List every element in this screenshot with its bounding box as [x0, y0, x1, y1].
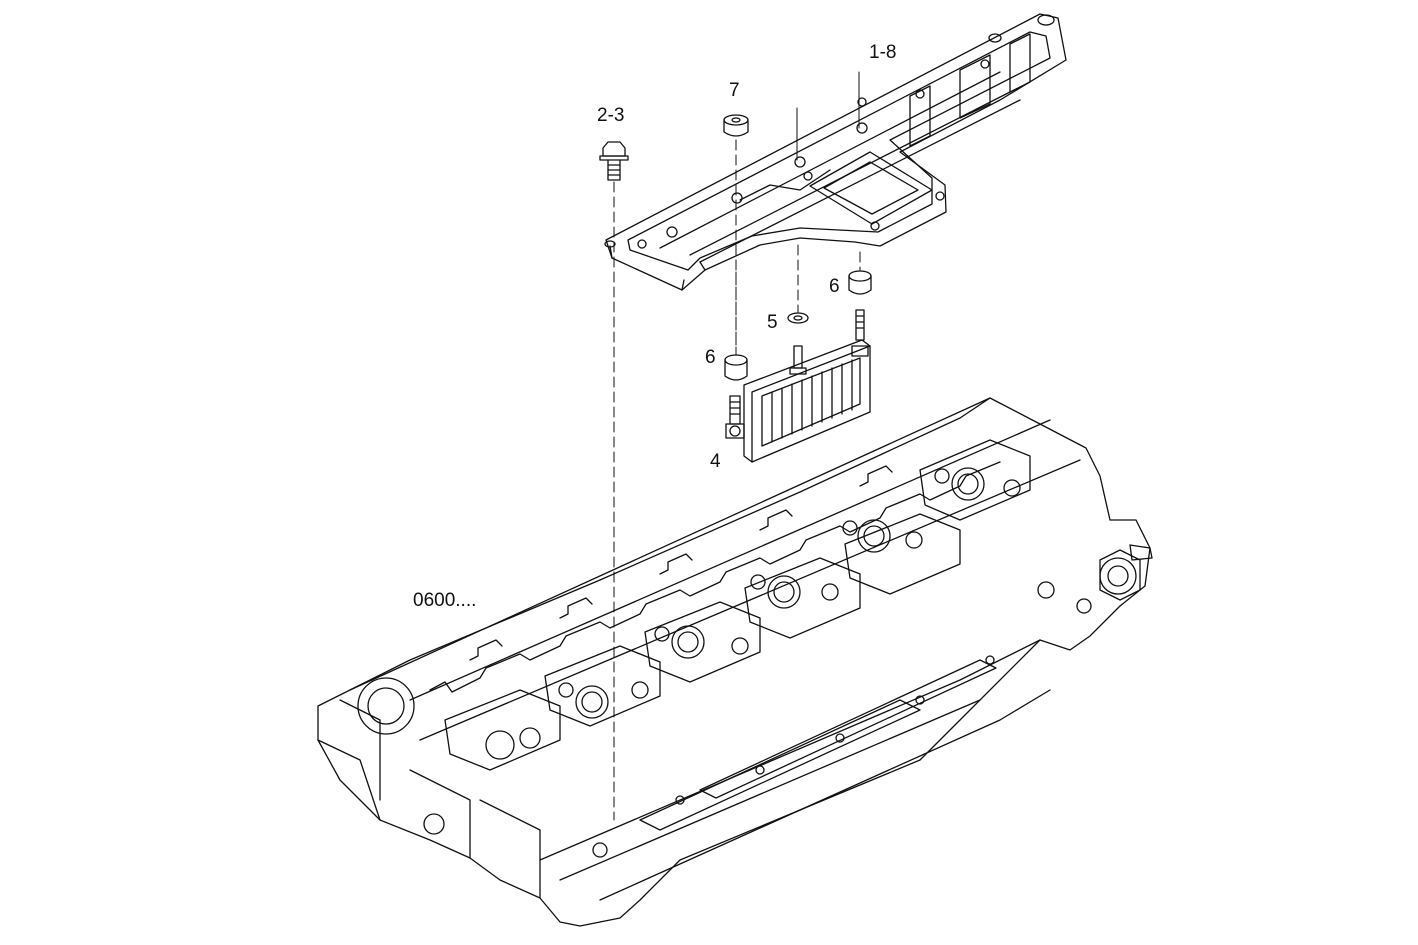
manifold-cover-holes: [637, 59, 990, 249]
spacer-6-left: [724, 354, 748, 381]
callout-1-8: 1-8: [869, 42, 897, 63]
heater-element-4: [725, 309, 871, 463]
manifold-cover: [604, 13, 1067, 291]
callout-4: 4: [710, 451, 721, 472]
callout-5: 5: [767, 312, 778, 333]
cylinder-head-bores: [357, 467, 1137, 858]
spacer-6-right: [848, 270, 872, 295]
assembly-lines: [613, 139, 861, 821]
leader-lines: [796, 71, 860, 161]
callout-6-right: 6: [829, 276, 840, 297]
callout-2-3: 2-3: [597, 105, 625, 126]
callout-6-left: 6: [705, 347, 716, 368]
callout-0600: 0600....: [413, 590, 477, 611]
washer-5: [787, 312, 809, 324]
nut-7: [723, 114, 749, 137]
callout-7: 7: [729, 80, 740, 101]
cylinder-head: [317, 397, 1153, 927]
bolt-2-3: [599, 141, 629, 181]
